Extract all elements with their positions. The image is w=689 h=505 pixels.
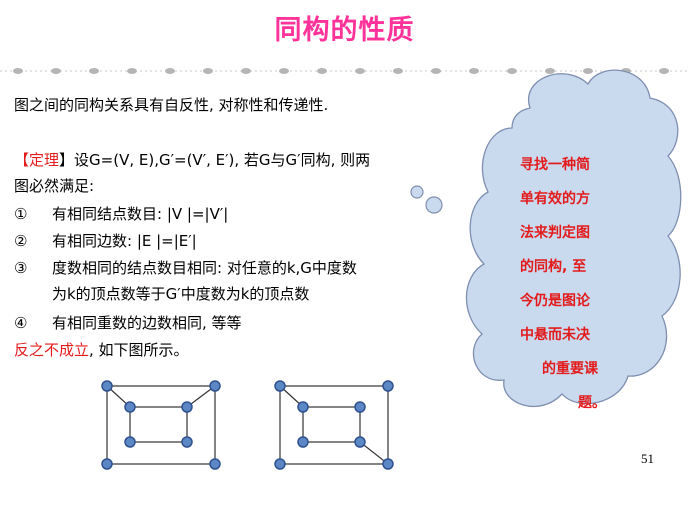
converse-rest: , 如下图所示。	[89, 341, 189, 359]
theorem-line-1: 【定理】设G=(V, E),G′=(V′, E′), 若G与G′同构, 则两	[14, 150, 370, 170]
cloud-line: 法来判定图	[520, 225, 590, 241]
condition-number: ②	[14, 232, 28, 250]
graph-node	[209, 458, 221, 470]
cloud-note: 寻找一种简 单有效的方 法来判定图 的同构, 至 今仍是图论 中悬而未决 的重要…	[520, 148, 630, 420]
graph-g-prime	[274, 380, 394, 470]
graph-node	[382, 380, 394, 392]
condition-number: ①	[14, 205, 28, 223]
cloud-line: 中悬而未决	[520, 327, 590, 343]
graph-node	[297, 401, 309, 413]
theorem-label: 定理	[29, 151, 60, 169]
condition-item: 为k的顶点数等于G′中度数为k的顶点数	[14, 284, 309, 304]
condition-text: 有相同结点数目: |V |=|V′|	[52, 205, 229, 223]
graph-g	[101, 380, 221, 470]
converse-highlight: 反之不成立	[14, 341, 90, 359]
graph-node	[181, 401, 193, 413]
condition-text: 有相同边数: |E |=|E′|	[52, 232, 197, 250]
cloud-line: 的重要课	[542, 361, 598, 377]
theorem-bracket-open: 【	[14, 151, 30, 169]
theorem-bracket-close: 】	[59, 151, 75, 169]
cloud-line: 今仍是图论	[520, 293, 590, 309]
graph-node	[101, 458, 113, 470]
condition-item: ① 有相同结点数目: |V |=|V′|	[14, 204, 228, 224]
graph-node	[101, 380, 113, 392]
page-number: 51	[641, 451, 654, 466]
condition-number: ③	[14, 259, 28, 277]
intro-text: 图之间的同构关系具有自反性, 对称性和传递性.	[14, 96, 329, 114]
converse-line: 反之不成立, 如下图所示。	[14, 340, 189, 360]
condition-text: 度数相同的结点数目相同: 对任意的k,G中度数	[52, 259, 357, 277]
theorem-line-2: 图必然满足:	[14, 177, 95, 195]
dotted-divider	[0, 68, 689, 74]
graph-node	[274, 458, 286, 470]
graph-node	[124, 401, 136, 413]
theorem-text-1: 设G=(V, E),G′=(V′, E′), 若G与G′同构, 则两	[74, 151, 371, 169]
cloud-line: 题。	[578, 395, 606, 411]
graph-node	[209, 380, 221, 392]
graph-node	[354, 401, 366, 413]
condition-text: 有相同重数的边数相同, 等等	[52, 314, 242, 332]
condition-text: 为k的顶点数等于G′中度数为k的顶点数	[52, 285, 310, 303]
graph-node	[124, 436, 136, 448]
graph-node	[181, 436, 193, 448]
condition-number: ④	[14, 314, 28, 332]
graph-node	[382, 458, 394, 470]
slide-title: 同构的性质	[274, 15, 415, 46]
condition-item: ③ 度数相同的结点数目相同: 对任意的k,G中度数	[14, 258, 357, 278]
condition-item: ② 有相同边数: |E |=|E′|	[14, 231, 197, 251]
condition-item: ④ 有相同重数的边数相同, 等等	[14, 313, 242, 333]
graph-node	[354, 436, 366, 448]
thought-cloud	[410, 69, 682, 408]
cloud-line: 的同构, 至	[520, 259, 587, 275]
cloud-line: 寻找一种简	[520, 157, 590, 173]
graph-node	[274, 380, 286, 392]
graph-node	[297, 436, 309, 448]
cloud-line: 单有效的方	[520, 191, 590, 207]
